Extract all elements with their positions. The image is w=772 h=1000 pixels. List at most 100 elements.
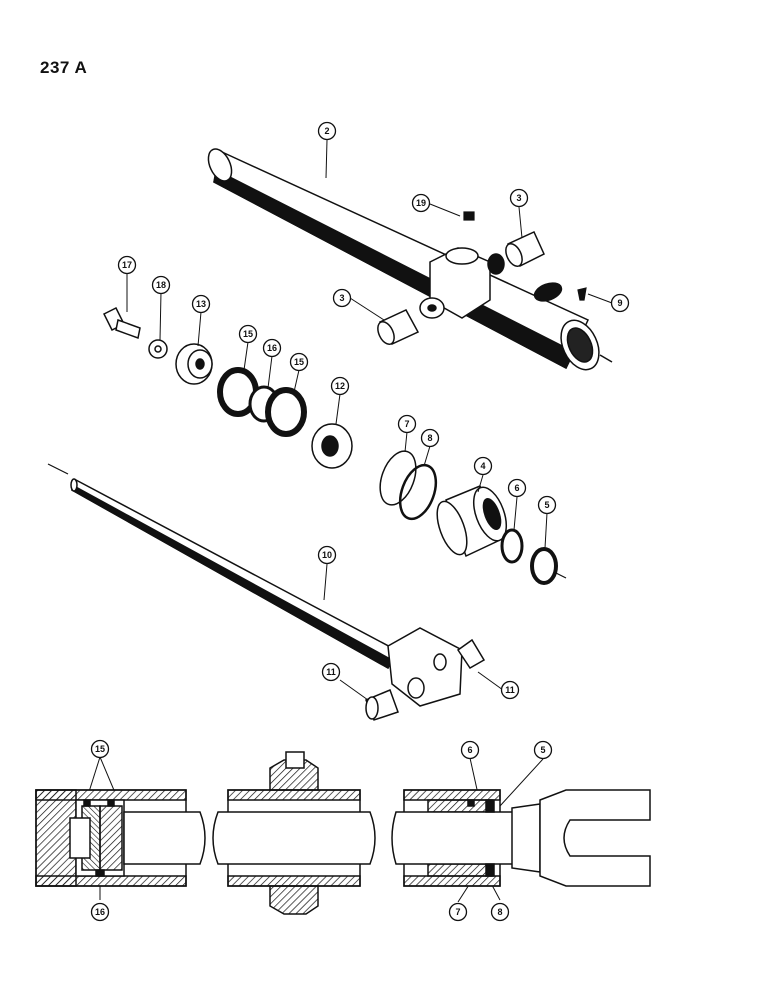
callout-c5a: 5 xyxy=(537,495,557,515)
section-view-piston xyxy=(35,789,206,887)
callout-c8b: 8 xyxy=(490,902,510,922)
callout-circle xyxy=(509,188,529,208)
callout-label: 9 xyxy=(617,298,622,308)
callout-label: 11 xyxy=(326,667,336,677)
callout-circle xyxy=(238,324,258,344)
callout-c11a: 11 xyxy=(321,662,341,682)
callout-label: 17 xyxy=(122,260,132,270)
callout-circle xyxy=(321,662,341,682)
piston-seal-rings xyxy=(217,367,307,437)
callout-c19: 19 xyxy=(411,193,431,213)
callout-label: 3 xyxy=(339,293,344,303)
callout-label: 12 xyxy=(335,381,345,391)
callout-circle xyxy=(507,478,527,498)
callout-c7a: 7 xyxy=(397,414,417,434)
callout-circle xyxy=(317,121,337,141)
rod-wiper xyxy=(530,547,558,585)
callout-label: 11 xyxy=(505,685,515,695)
callout-label: 18 xyxy=(156,280,166,290)
callout-circle xyxy=(610,293,630,313)
callout-label: 19 xyxy=(416,198,426,208)
callout-circle xyxy=(490,902,510,922)
callout-label: 4 xyxy=(480,461,485,471)
callout-label: 15 xyxy=(95,744,105,754)
callout-c15a: 15 xyxy=(238,324,258,344)
callout-circle xyxy=(473,456,493,476)
callout-c15b: 15 xyxy=(289,352,309,372)
piston-rod xyxy=(70,478,486,721)
callout-circle xyxy=(90,902,110,922)
callouts: 2 19 3 3 9 17 18 13 15 16 15 12 7 8 4 6 5 10 11 11 15 16 6 5 7 8 xyxy=(90,121,630,922)
callout-c3a: 3 xyxy=(509,188,529,208)
callout-label: 5 xyxy=(544,500,549,510)
callout-label: 5 xyxy=(540,745,545,755)
callout-label: 6 xyxy=(467,745,472,755)
callout-label: 2 xyxy=(324,126,329,136)
callout-c8a: 8 xyxy=(420,428,440,448)
bolt xyxy=(102,306,141,340)
callout-label: 6 xyxy=(514,483,519,493)
callout-circle xyxy=(460,740,480,760)
callout-c10: 10 xyxy=(317,545,337,565)
callout-c16b: 16 xyxy=(90,902,110,922)
callout-circle xyxy=(117,255,137,275)
section-view-gland xyxy=(391,789,651,887)
bushing-lower xyxy=(377,309,420,346)
callout-circle xyxy=(411,193,431,213)
callout-c6b: 6 xyxy=(460,740,480,760)
callout-label: 13 xyxy=(196,299,206,309)
washer xyxy=(148,339,168,359)
callout-circle xyxy=(262,338,282,358)
callout-label: 8 xyxy=(427,433,432,443)
set-screw xyxy=(577,287,587,301)
bushing-upper xyxy=(505,231,545,268)
callout-label: 16 xyxy=(267,343,277,353)
o-ring-and-backup xyxy=(379,450,438,521)
callout-circle xyxy=(289,352,309,372)
callout-c9: 9 xyxy=(610,293,630,313)
callout-c17: 17 xyxy=(117,255,137,275)
callout-label: 8 xyxy=(497,907,502,917)
leader-lines xyxy=(87,139,613,903)
callout-c12: 12 xyxy=(330,376,350,396)
callout-label: 16 xyxy=(95,907,105,917)
callout-c4: 4 xyxy=(473,456,493,476)
callout-circle xyxy=(420,428,440,448)
callout-label: 10 xyxy=(322,550,332,560)
section-view-trunnion xyxy=(212,751,376,915)
callout-circle xyxy=(332,288,352,308)
callout-label: 15 xyxy=(294,357,304,367)
callout-c16a: 16 xyxy=(262,338,282,358)
callout-c5b: 5 xyxy=(533,740,553,760)
rod-seal xyxy=(500,528,524,564)
callout-circle xyxy=(191,294,211,314)
callout-c2: 2 xyxy=(317,121,337,141)
callout-label: 15 xyxy=(243,329,253,339)
callout-label: 3 xyxy=(516,193,521,203)
callout-circle xyxy=(151,275,171,295)
callout-c11b: 11 xyxy=(500,680,520,700)
callout-circle xyxy=(330,376,350,396)
page-number: 237 A xyxy=(40,58,88,77)
callout-c18: 18 xyxy=(151,275,171,295)
cylinder-barrel xyxy=(207,148,613,371)
callout-c6a: 6 xyxy=(507,478,527,498)
callout-c7b: 7 xyxy=(448,902,468,922)
callout-c15c: 15 xyxy=(90,739,110,759)
callout-c3b: 3 xyxy=(332,288,352,308)
callout-circle xyxy=(317,545,337,565)
callout-c13: 13 xyxy=(191,294,211,314)
grease-fitting xyxy=(463,211,475,221)
wear-ring xyxy=(311,423,353,469)
callout-circle xyxy=(90,739,110,759)
callout-circle xyxy=(533,740,553,760)
piston xyxy=(175,343,213,385)
callout-label: 7 xyxy=(404,419,409,429)
callout-circle xyxy=(500,680,520,700)
callout-circle xyxy=(448,902,468,922)
callout-circle xyxy=(537,495,557,515)
callout-label: 7 xyxy=(455,907,460,917)
gland xyxy=(436,485,508,558)
callout-circle xyxy=(397,414,417,434)
